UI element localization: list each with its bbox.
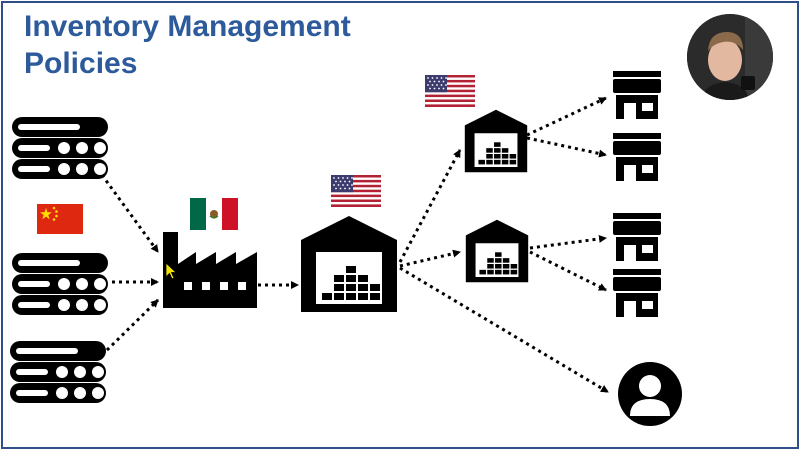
title-line-2: Policies (24, 47, 138, 80)
slide-title: Inventory Management Policies (24, 8, 351, 82)
china-flag-icon (37, 204, 83, 234)
supplier-rolls-icon (10, 341, 106, 403)
presenter-webcam (687, 14, 773, 100)
store-icon (613, 71, 661, 119)
arrow-regional-1-to-store-1 (526, 96, 607, 137)
arrow-supplier-3-to-factory (100, 298, 160, 357)
presenter-avatar (687, 14, 773, 100)
store-icon (613, 269, 661, 317)
supplier-rolls-icon (12, 253, 108, 315)
central-warehouse-icon (301, 216, 397, 312)
store-icon (613, 133, 661, 181)
regional-warehouse-icon (465, 219, 529, 283)
mouse-cursor-icon (165, 262, 178, 280)
customer-icon (618, 362, 682, 426)
store-icon (613, 213, 661, 261)
arrow-regional-1-to-store-2 (526, 136, 607, 158)
arrow-regional-2-to-store-4 (529, 250, 607, 292)
usa-flag-icon (425, 75, 475, 107)
usa-flag-icon (331, 175, 381, 207)
regional-warehouse-icon (464, 109, 528, 173)
flow-arrows (100, 96, 609, 394)
factory-icon (163, 232, 257, 308)
arrow-central-to-regional-warehouse-2 (399, 249, 461, 268)
supplier-rolls-icon (12, 117, 108, 179)
title-line-1: Inventory Management (24, 10, 351, 43)
arrow-central-to-customer (399, 266, 609, 394)
arrow-regional-2-to-store-3 (529, 234, 607, 250)
arrow-supplier-1-to-factory (100, 174, 160, 253)
mexico-flag-icon (190, 198, 238, 230)
arrow-central-to-regional-warehouse-1 (398, 149, 462, 263)
